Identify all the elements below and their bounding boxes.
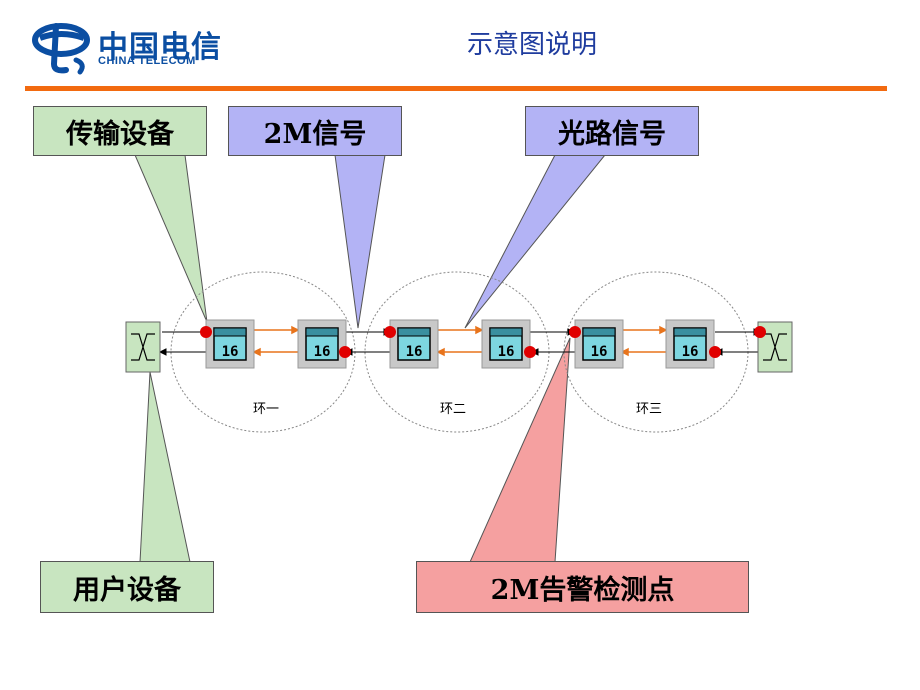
node-label: 16: [314, 344, 331, 360]
transmission-node-icon: 16: [389, 319, 439, 369]
detection-point-dot: [384, 326, 396, 338]
transmission-node-icon: 16: [665, 319, 715, 369]
transmission-node-icon: 16: [574, 319, 624, 369]
transmission-node-icon: 16: [297, 319, 347, 369]
ring-one-label: 环一: [253, 402, 280, 417]
header-divider: [25, 86, 887, 91]
transmission-equipment-callout: 传输设备: [33, 106, 207, 156]
ring-three-label: 环三: [636, 402, 663, 417]
optical-signal-callout: 光路信号: [525, 106, 699, 156]
logo-chinese-name: 中国电信: [98, 30, 222, 65]
page-title: 示意图说明: [467, 30, 598, 60]
detection-point-dot: [524, 346, 536, 358]
detection-point-dot: [339, 346, 351, 358]
china-telecom-logo-icon: [32, 23, 90, 75]
transmission-node-icon: 16: [205, 319, 255, 369]
alarm-detection-callout: 2M告警检测点: [416, 561, 749, 613]
transmission-node-icon: 16: [481, 319, 531, 369]
signal-2m-callout: 2M信号: [228, 106, 402, 156]
detection-point-dot: [569, 326, 581, 338]
node-label: 16: [498, 344, 515, 360]
node-label: 16: [591, 344, 608, 360]
user-equipment-callout: 用户设备: [40, 561, 214, 613]
detection-point-dot: [754, 326, 766, 338]
node-label: 16: [406, 344, 423, 360]
detection-point-dot: [709, 346, 721, 358]
detection-point-dot: [200, 326, 212, 338]
ring-two-label: 环二: [440, 402, 467, 417]
logo-english-name: CHINA TELECOM: [98, 55, 196, 67]
node-label: 16: [682, 344, 699, 360]
node-label: 16: [222, 344, 239, 360]
user-equipment-left: [125, 321, 161, 373]
